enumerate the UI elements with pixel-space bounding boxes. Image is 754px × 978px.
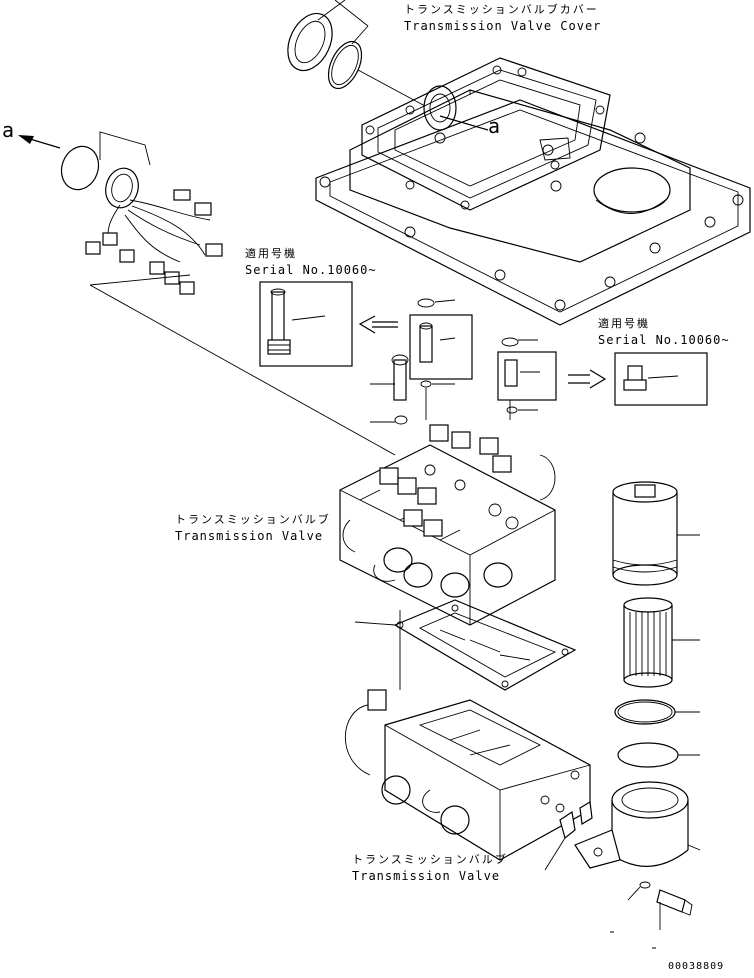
- serial-left-inset: [259, 281, 353, 367]
- transmission-valve-upper: [339, 424, 556, 690]
- serial-right-label-jp: 適用号機: [598, 317, 650, 330]
- serial-right-parts: [497, 337, 708, 420]
- wire-harness: [18, 131, 396, 456]
- serial-left-label-jp: 適用号機: [245, 247, 297, 260]
- valve-cover: [287, 0, 751, 326]
- transmission-valve-lower: [345, 689, 593, 871]
- reference-letter-left: a: [2, 118, 15, 142]
- small-valve-parts: [370, 298, 473, 425]
- separator-plate: [354, 599, 577, 691]
- serial-right-label-en: Serial No.10060~: [598, 333, 730, 347]
- drawing-number: 00038809: [668, 961, 725, 972]
- filter-assembly: [574, 481, 701, 930]
- valve-lower-label-en: Transmission Valve: [352, 869, 501, 883]
- valve-lower-label-jp: トランスミッションバルブ: [352, 853, 508, 866]
- valve-upper-label-jp: トランスミッションバルブ: [175, 513, 331, 526]
- valve-upper-label-en: Transmission Valve: [175, 529, 324, 543]
- valve-cover-label-en: Transmission Valve Cover: [404, 19, 602, 33]
- valve-cover-label-jp: トランスミッションバルブカバー: [404, 3, 599, 16]
- serial-left-label-en: Serial No.10060~: [245, 263, 377, 277]
- reference-letter-cover: a: [488, 114, 501, 138]
